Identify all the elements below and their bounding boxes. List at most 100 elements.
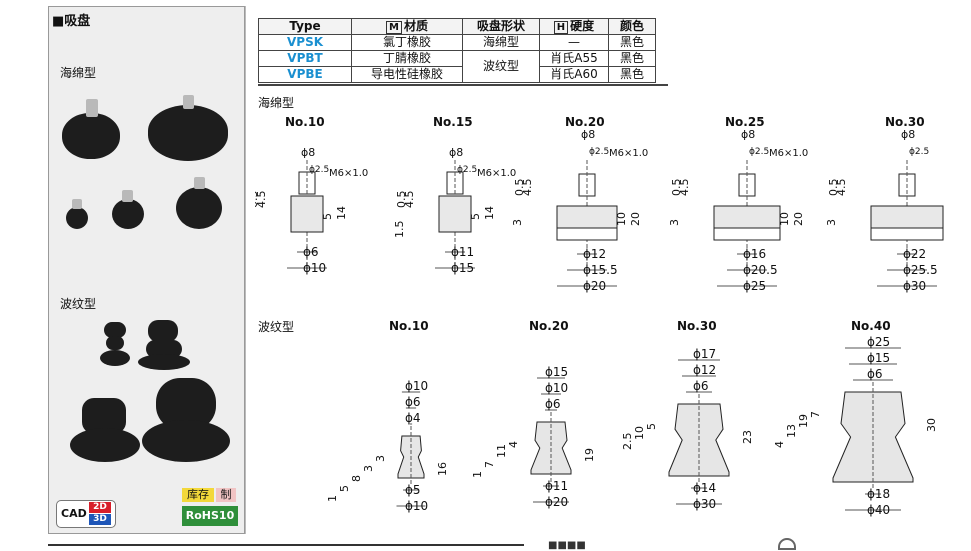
shape-cell: 海绵型 — [462, 34, 540, 51]
model-number: No.20 — [529, 319, 569, 333]
table-row: VPBE 导电性硅橡胶 肖氏A60 黑色 — [258, 66, 656, 83]
dim-small: ϕ2.5 — [589, 147, 609, 157]
make-badge: 制 — [216, 488, 236, 502]
sponge-layer — [713, 227, 781, 241]
type-cell: VPBE — [258, 66, 352, 83]
panel-divider — [245, 6, 246, 534]
color-cell: 黑色 — [608, 66, 656, 83]
sponge-layer — [556, 227, 618, 241]
header-shape: 吸盘形状 — [462, 18, 540, 35]
sponge-cup-photos — [62, 95, 228, 245]
dim-left: 13 — [785, 424, 798, 438]
dim-left: 11 — [495, 444, 508, 458]
model-number: No.20 — [565, 115, 605, 129]
dim-top: ϕ6 — [405, 395, 421, 409]
stock-badge: 库存 — [182, 488, 214, 502]
cup-body — [290, 195, 324, 233]
hardness-cell: 肖氏A60 — [539, 66, 609, 83]
dim-bottom: ϕ25 — [743, 279, 766, 293]
dim-left: 7 — [809, 411, 822, 418]
dim-left: 1 — [326, 495, 339, 502]
dim-thread: M6×1.0 — [329, 168, 368, 179]
dim-left: 0.5 — [827, 179, 840, 197]
dim-top: ϕ6 — [693, 379, 709, 393]
dim-small: ϕ2.5 — [309, 165, 329, 175]
material-cell: 丁腈橡胶 — [351, 50, 463, 67]
dim-top: ϕ25 — [867, 335, 890, 349]
dim-right: 19 — [583, 448, 596, 462]
dim-left: 4.5 — [678, 179, 691, 197]
dim-left: 5 — [338, 485, 351, 492]
dim-right: 10 — [778, 212, 791, 226]
table-bottom-rule — [258, 84, 668, 86]
dim-left: 2 — [255, 231, 258, 238]
footer-partial-icon — [778, 538, 796, 550]
dim-left: 5 — [645, 423, 658, 430]
dim-bottom: ϕ10 — [303, 261, 326, 275]
model-number: No.30 — [677, 319, 717, 333]
section-title: ■吸盘 — [52, 14, 91, 29]
model-number: No.25 — [725, 115, 765, 129]
bellows-cup-photos — [68, 320, 230, 470]
dim-left: 0.5 — [513, 179, 526, 197]
hardness-icon: H — [553, 21, 569, 34]
color-cell: 黑色 — [608, 34, 656, 51]
dim-top: ϕ15 — [545, 365, 568, 379]
dim-bottom: ϕ20 — [583, 279, 606, 293]
dim-top: ϕ8 — [581, 128, 595, 141]
dim-bottom: ϕ5 — [405, 483, 421, 497]
dim-right: 16 — [436, 462, 449, 476]
badge-2d: 2D — [89, 502, 111, 513]
dim-left: 1 — [471, 471, 484, 478]
dim-left: 4.5 — [521, 179, 534, 197]
header-color: 颜色 — [608, 18, 656, 35]
dim-top: ϕ10 — [405, 379, 428, 393]
dim-left: 4.5 — [403, 191, 416, 209]
dim-bottom: ϕ16 — [743, 247, 766, 261]
dim-top: ϕ8 — [901, 128, 915, 141]
dim-bottom: ϕ20.5 — [743, 263, 778, 277]
dim-left: 0.5 — [395, 191, 408, 209]
model-number: No.30 — [885, 115, 925, 129]
dim-bottom: ϕ20 — [545, 495, 568, 509]
footer-rule — [48, 544, 524, 546]
model-number: No.40 — [851, 319, 891, 333]
dim-bottom: ϕ40 — [867, 503, 890, 517]
dim-top: ϕ6 — [545, 397, 561, 411]
dim-left: 0.5 — [670, 179, 683, 197]
dim-left: 3 — [362, 465, 375, 472]
dim-top: ϕ4 — [405, 411, 421, 425]
rohs-badge: RoHS10 — [182, 506, 238, 526]
type-cell: VPSK — [258, 34, 352, 51]
dim-left: 10 — [633, 426, 646, 440]
dim-left: 3 — [374, 455, 387, 462]
dim-bottom: ϕ11 — [451, 245, 474, 259]
dim-left: 3 — [511, 219, 524, 226]
shape-cell: 波纹型 — [462, 50, 540, 83]
dim-bottom: ϕ25.5 — [903, 263, 938, 277]
dim-top: ϕ8 — [741, 128, 755, 141]
dim-left: 19 — [797, 414, 810, 428]
dim-right: 14 — [335, 206, 348, 220]
dim-bottom: ϕ18 — [867, 487, 890, 501]
dim-bottom: ϕ10 — [405, 499, 428, 513]
type-cell: VPBT — [258, 50, 352, 67]
model-number: No.15 — [433, 115, 473, 129]
dim-right: 23 — [741, 430, 754, 444]
sponge-drawings: No.10ϕ8ϕ2.5M6×1.04.50.52514ϕ6ϕ10No.15ϕ8ϕ… — [255, 115, 944, 293]
dim-bottom: ϕ30 — [693, 497, 716, 511]
hardness-cell: 肖氏A55 — [539, 50, 609, 67]
dim-left: 3 — [825, 219, 838, 226]
sponge-drawings-label: 海绵型 — [258, 96, 295, 110]
dim-top: ϕ17 — [693, 347, 716, 361]
dim-right: 20 — [629, 212, 642, 226]
dim-top: ϕ15 — [867, 351, 890, 365]
material-cell: 导电性硅橡胶 — [351, 66, 463, 83]
dim-right: 5 — [469, 213, 482, 220]
dim-top: ϕ10 — [545, 381, 568, 395]
dim-bottom: ϕ6 — [303, 245, 319, 259]
dim-thread: M6×1.0 — [609, 148, 648, 159]
model-number: No.10 — [285, 115, 325, 129]
dim-left: 4 — [507, 441, 520, 448]
